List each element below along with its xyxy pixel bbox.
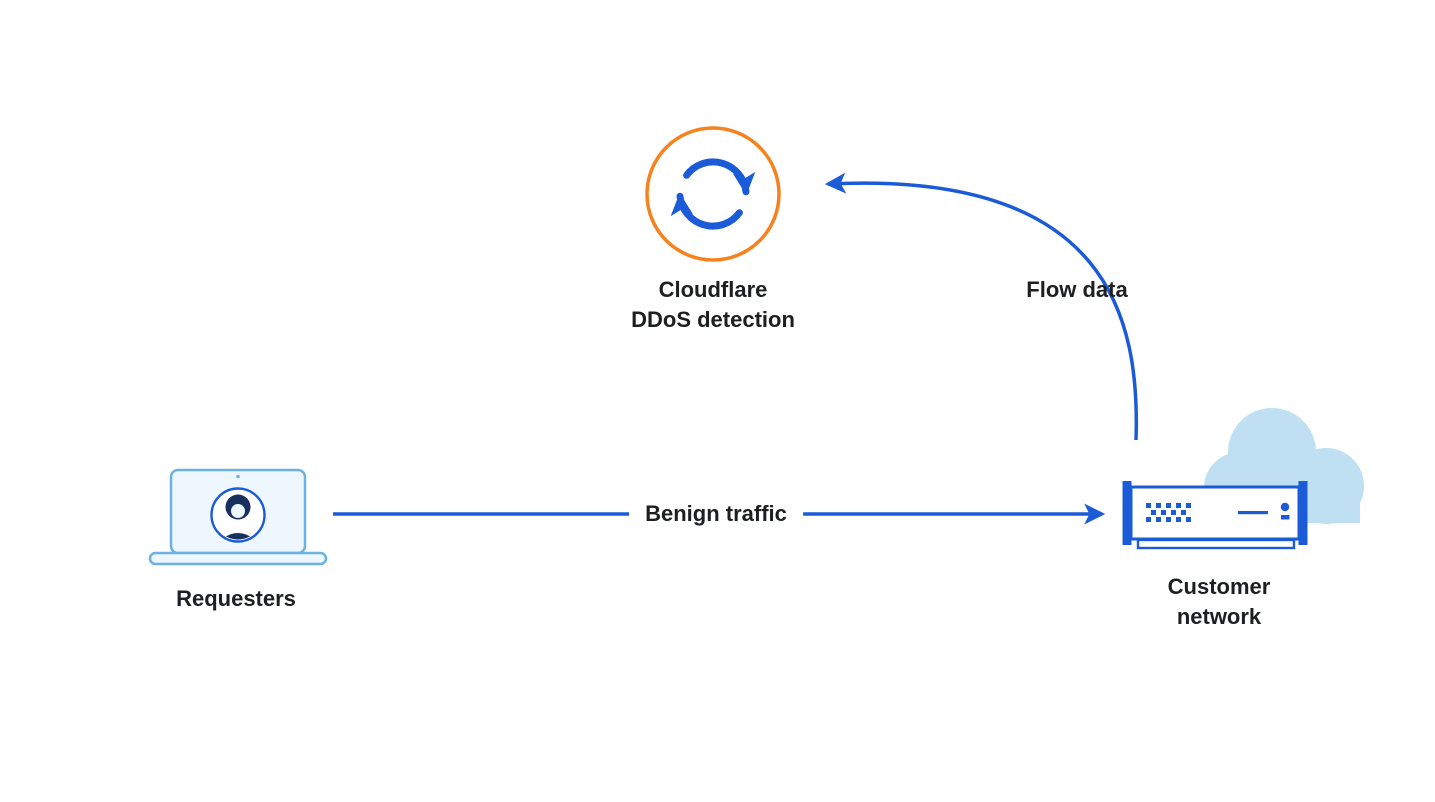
flow-data-arrow: [824, 172, 1139, 441]
avatar-face: [231, 504, 245, 518]
laptop-user-icon: [148, 468, 328, 566]
cloudflare-label-line1: Cloudflare: [658, 277, 768, 302]
requesters-label: Requesters: [176, 586, 296, 611]
router-led-dot: [1280, 502, 1290, 512]
flow-data-label: Flow data: [1026, 277, 1128, 302]
sync-refresh-icon: [670, 158, 756, 230]
router-led-bar: [1281, 515, 1290, 520]
router-cloud-icon: [1122, 408, 1364, 550]
router-device: [1122, 481, 1308, 550]
orange-circle: [645, 126, 781, 262]
customer-network-label: Customer network: [1168, 572, 1271, 632]
camera-dot-icon: [236, 474, 240, 479]
benign-traffic-label: Benign traffic: [629, 499, 803, 529]
customer-label-line1: Customer: [1167, 574, 1271, 599]
benign-traffic-label-text: Benign traffic: [629, 501, 803, 526]
cloudflare-node-label: Cloudflare DDoS detection: [631, 275, 795, 335]
cloudflare-label-line2: DDoS detection: [631, 307, 795, 332]
user-avatar: [210, 487, 266, 543]
router-dash: [1238, 511, 1268, 515]
customer-label-line2: network: [1176, 604, 1262, 629]
cloudflare-ddos-node: [645, 126, 781, 262]
checker-pattern: [1146, 503, 1191, 522]
